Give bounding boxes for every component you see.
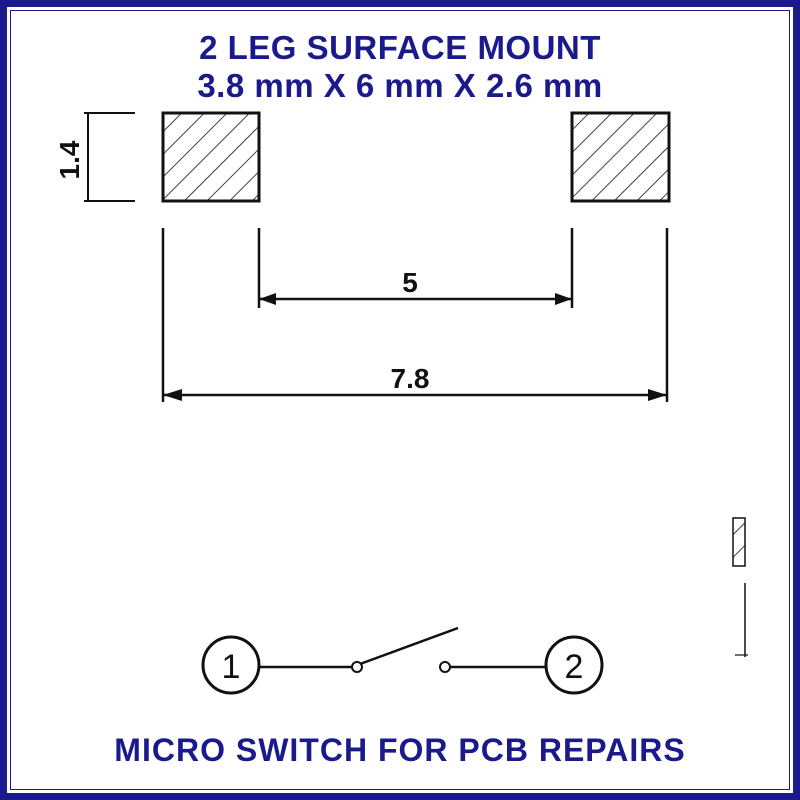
- footer-caption: MICRO SWITCH FOR PCB REPAIRS: [114, 732, 686, 768]
- side-view-fragment: [732, 517, 748, 657]
- outer-span-label: 7.8: [391, 363, 430, 394]
- diagram-subtitle: 3.8 mm X 6 mm X 2.6 mm: [197, 67, 603, 104]
- pad-height-dimension: [84, 112, 135, 202]
- pad-height-label: 1.4: [54, 140, 85, 179]
- pin2-circle: [544, 635, 604, 695]
- extension-lines: [161, 228, 669, 402]
- outer-span-dimension: [163, 389, 667, 401]
- diagram-title: 2 LEG SURFACE MOUNT: [199, 29, 601, 66]
- pin1-circle: [201, 635, 261, 695]
- switch-contact-left: [351, 661, 363, 673]
- left-pad: [161, 111, 261, 203]
- pin1-label: 1: [222, 648, 241, 686]
- pin2-label: 2: [565, 648, 584, 686]
- switch-lever: [359, 626, 459, 666]
- right-pad: [570, 111, 671, 203]
- inner-spacing-label: 5: [402, 267, 418, 298]
- switch-contact-right: [439, 661, 451, 673]
- inner-spacing-dimension: [259, 293, 572, 305]
- switch-schematic: [201, 626, 604, 695]
